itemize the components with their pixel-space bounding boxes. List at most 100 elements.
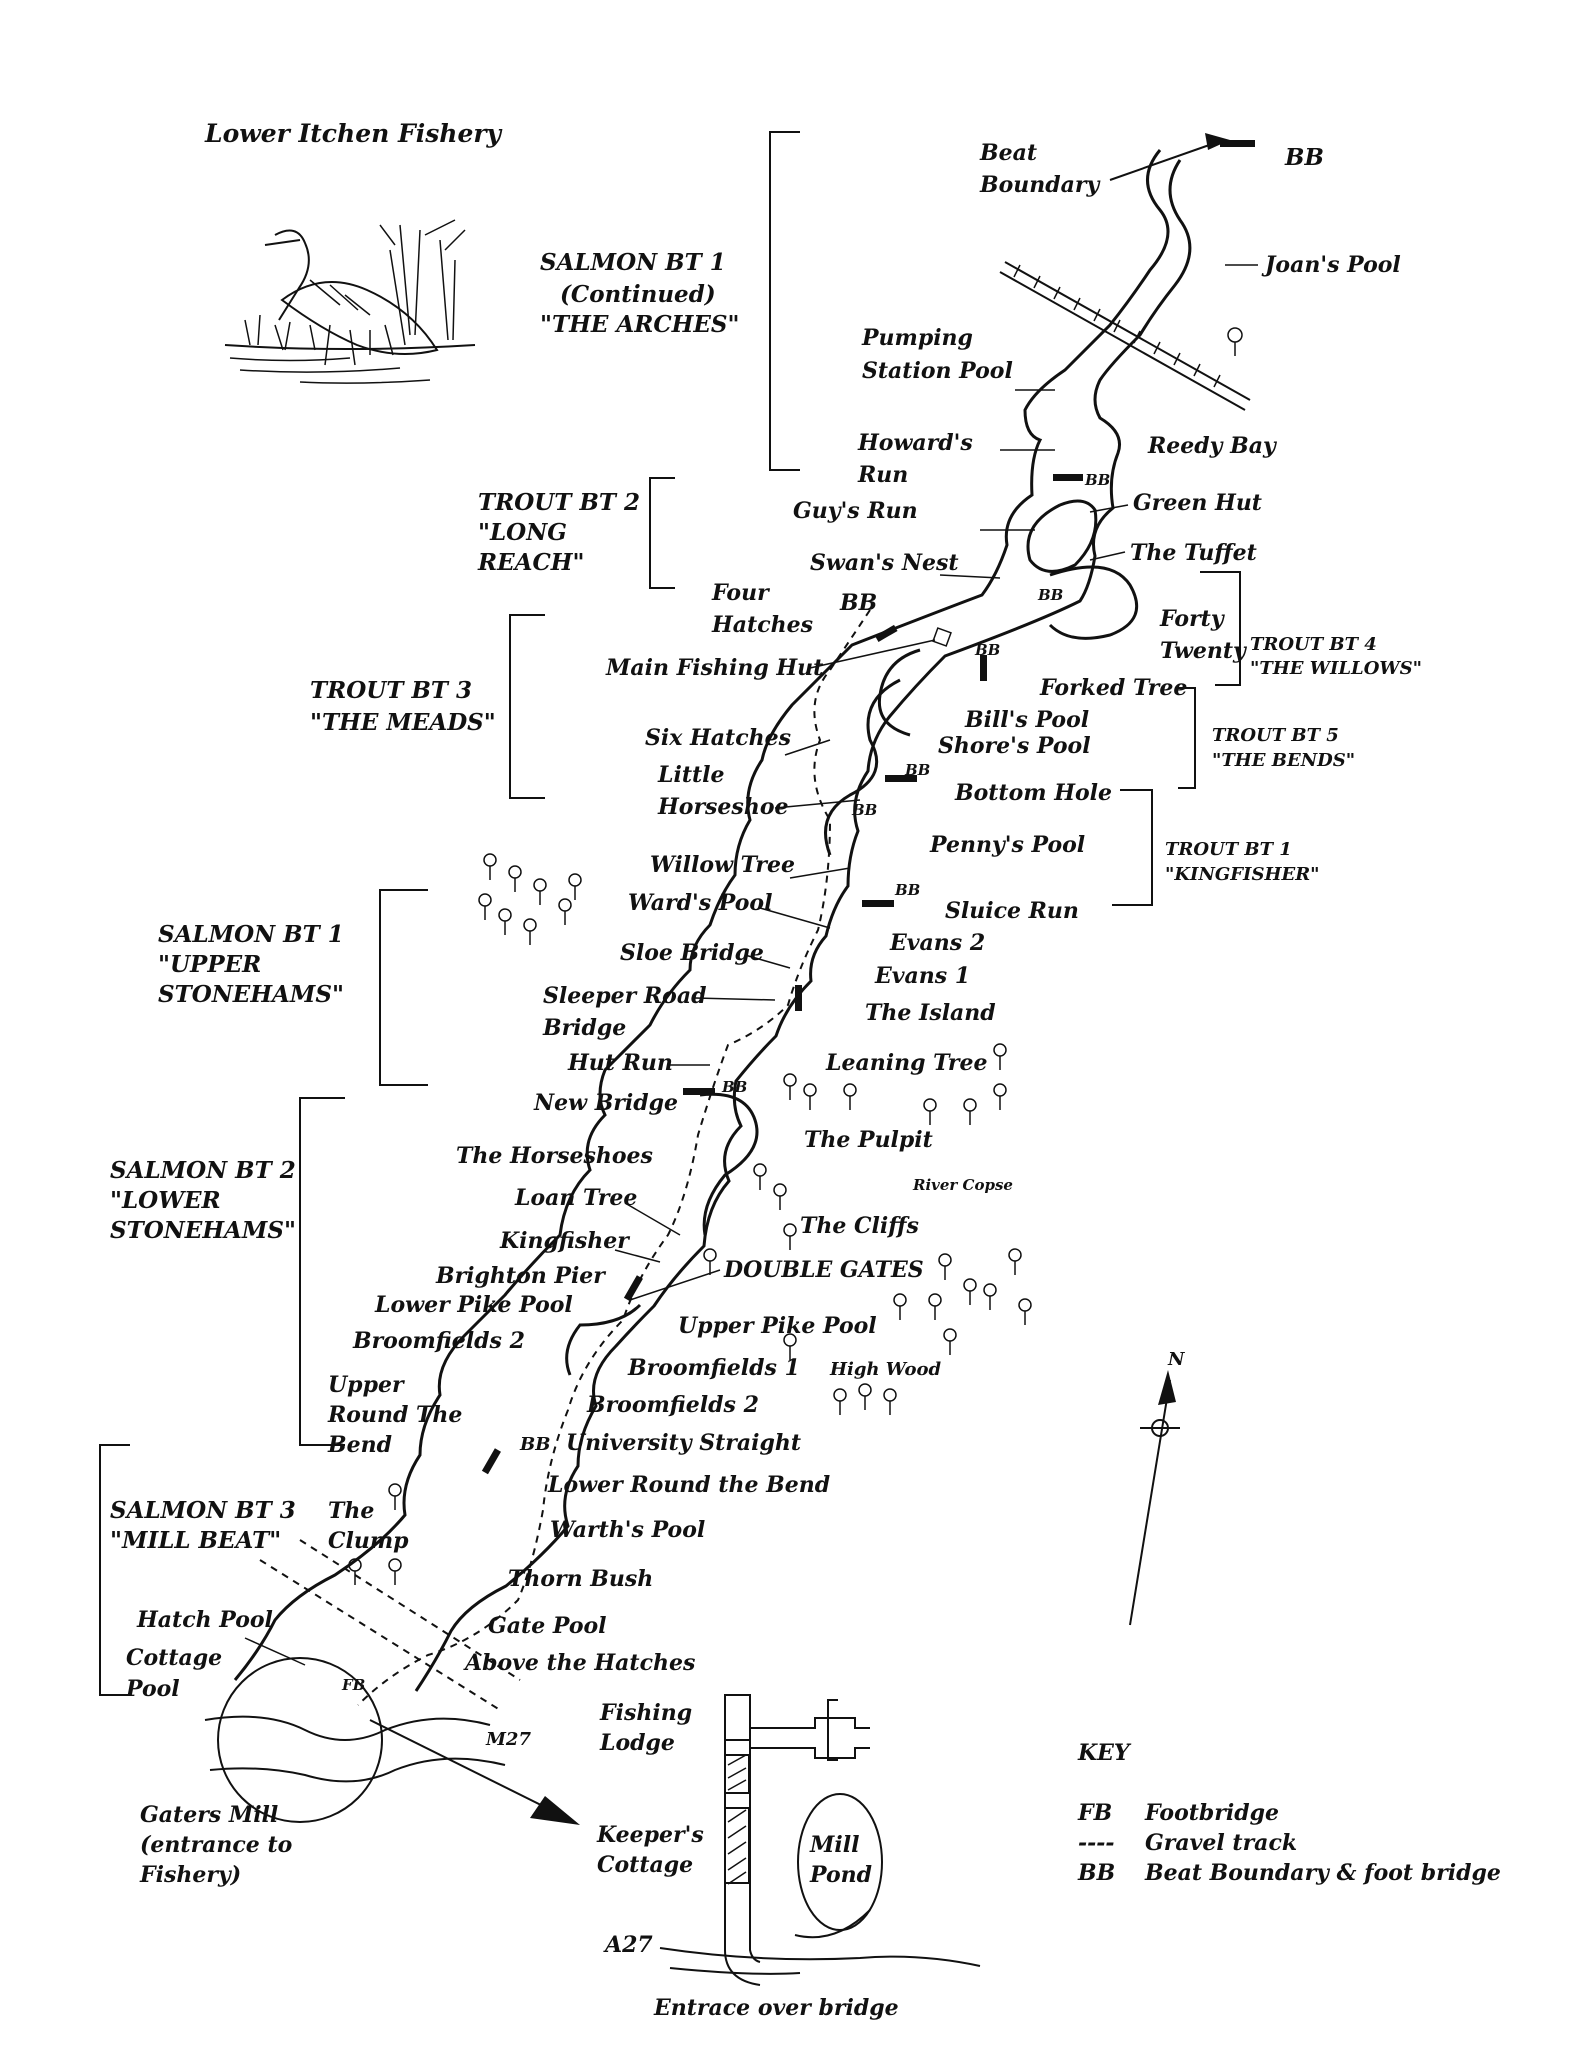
label-gate-pool: Gate Pool	[488, 1613, 607, 1639]
gaters-mill-circle	[217, 1657, 383, 1823]
label-pumping-station-pool: Pumping	[861, 325, 973, 351]
tree-symbols	[348, 327, 1243, 1585]
beat-boundary-arrowhead	[1205, 133, 1230, 150]
svg-text:Cottage: Cottage	[597, 1852, 693, 1878]
label-new-bridge: New Bridge	[533, 1090, 678, 1116]
beat-label-trout-bt5: TROUT BT 5 "THE BENDS"	[1212, 725, 1355, 771]
label-brighton-pier: Brighton Pier	[435, 1263, 606, 1289]
small-bb-marks: BB BB BB BB BB BB BB FB	[341, 471, 1110, 1694]
svg-text:"THE WILLOWS": "THE WILLOWS"	[1250, 658, 1422, 679]
svg-text:STONEHAMS": STONEHAMS"	[158, 981, 344, 1008]
svg-text:"THE BENDS": "THE BENDS"	[1212, 750, 1355, 771]
label-bb-top: BB	[1284, 144, 1324, 171]
label-shores-pool: Shore's Pool	[938, 733, 1091, 759]
fishing-lodge-building	[724, 1754, 750, 1794]
svg-text:"KINGFISHER": "KINGFISHER"	[1165, 864, 1320, 885]
label-guys-run: Guy's Run	[793, 498, 918, 524]
svg-text:BB: BB	[851, 801, 877, 819]
beat-label-salmon-bt2: SALMON BT 2 "LOWER STONEHAMS"	[110, 1157, 296, 1244]
svg-text:TROUT BT 3: TROUT BT 3	[310, 677, 472, 704]
label-leaning-tree: Leaning Tree	[825, 1050, 987, 1076]
label-university-straight: University Straight	[566, 1430, 801, 1456]
beat-label-salmon-bt1-continued: SALMON BT 1 (Continued) "THE ARCHES"	[540, 249, 740, 338]
label-little-horseshoe: Little	[657, 762, 725, 788]
label-sleeper-road-bridge: Sleeper Road	[543, 983, 706, 1009]
svg-text:BB: BB	[904, 761, 930, 779]
label-m27: M27	[485, 1729, 531, 1750]
svg-text:Fishery): Fishery)	[139, 1862, 241, 1888]
svg-text:FB: FB	[341, 1676, 365, 1694]
label-fishing-lodge: Fishing	[599, 1700, 692, 1726]
inset-pointer-arrow	[369, 1719, 556, 1813]
svg-text:Twenty: Twenty	[1160, 638, 1248, 664]
label-bottom-hole: Bottom Hole	[954, 780, 1112, 806]
river-itchen	[233, 149, 1192, 1692]
key-symbol-fb: FB	[1077, 1800, 1112, 1826]
label-willow-tree: Willow Tree	[650, 852, 795, 878]
svg-text:Clump: Clump	[328, 1528, 409, 1554]
svg-text:BB: BB	[894, 881, 920, 899]
svg-text:SALMON BT 3: SALMON BT 3	[110, 1497, 296, 1524]
beat-brackets	[99, 131, 1241, 1696]
label-warths-pool: Warth's Pool	[550, 1517, 705, 1543]
key-text-footbridge: Footbridge	[1144, 1800, 1279, 1826]
label-swans-nest: Swan's Nest	[810, 550, 959, 576]
north-label: N	[1167, 1349, 1186, 1370]
svg-text:"LOWER: "LOWER	[110, 1187, 221, 1214]
svg-text:Pool: Pool	[125, 1676, 180, 1702]
map-title: Lower Itchen Fishery	[204, 119, 503, 148]
svg-text:REACH": REACH"	[477, 549, 585, 576]
svg-text:"MILL BEAT": "MILL BEAT"	[110, 1527, 281, 1554]
svg-text:STONEHAMS": STONEHAMS"	[110, 1217, 296, 1244]
label-high-wood: High Wood	[829, 1359, 942, 1380]
label-broomfields-2a: Broomfields 2	[352, 1328, 525, 1354]
label-the-pulpit: The Pulpit	[804, 1127, 933, 1153]
beat-label-trout-bt4: TROUT BT 4 "THE WILLOWS"	[1250, 634, 1422, 679]
svg-text:(entrance to: (entrance to	[140, 1832, 292, 1858]
label-a27: A27	[603, 1932, 653, 1958]
svg-text:Run: Run	[857, 462, 908, 488]
label-bb-mid: BB	[839, 590, 877, 616]
label-the-cliffs: The Cliffs	[800, 1213, 919, 1239]
label-lower-pike-pool: Lower Pike Pool	[374, 1292, 573, 1318]
beat-label-trout-bt2: TROUT BT 2 "LONG REACH"	[477, 489, 640, 576]
label-reedy-bay: Reedy Bay	[1147, 433, 1278, 459]
beat-boundary-bars	[481, 140, 1255, 1475]
svg-text:"LONG: "LONG	[478, 519, 567, 546]
label-the-horseshoes: The Horseshoes	[456, 1143, 653, 1169]
label-hut-run: Hut Run	[567, 1050, 673, 1076]
label-above-the-hatches: Above the Hatches	[463, 1650, 695, 1676]
label-the-tuffet: The Tuffet	[1130, 540, 1257, 566]
label-cottage-pool: Cottage	[126, 1645, 222, 1671]
label-sluice-run: Sluice Run	[945, 898, 1079, 924]
svg-text:BB: BB	[721, 1078, 747, 1096]
svg-text:TROUT BT 5: TROUT BT 5	[1212, 725, 1339, 746]
label-upper-pike-pool: Upper Pike Pool	[678, 1313, 877, 1339]
railway-embankment	[999, 261, 1251, 411]
label-mill-pond: Mill	[809, 1832, 859, 1858]
beat-boundary-arrow	[1109, 142, 1216, 181]
label-green-hut: Green Hut	[1133, 490, 1262, 516]
svg-text:Round The: Round The	[327, 1402, 462, 1428]
key-symbol-gravel: ----	[1078, 1830, 1115, 1856]
svg-text:Bridge: Bridge	[542, 1015, 626, 1041]
beat-label-trout-bt1: TROUT BT 1 "KINGFISHER"	[1165, 839, 1320, 885]
beat-label-salmon-bt1: SALMON BT 1 "UPPER STONEHAMS"	[158, 921, 344, 1008]
key-text-gravel-track: Gravel track	[1145, 1830, 1297, 1856]
svg-text:"THE MEADS": "THE MEADS"	[310, 709, 496, 736]
svg-text:TROUT BT 4: TROUT BT 4	[1250, 634, 1377, 655]
svg-text:Boundary: Boundary	[979, 172, 1101, 198]
label-bills-pool: Bill's Pool	[964, 707, 1089, 733]
label-broomfields-2b: Broomfields 2	[586, 1392, 759, 1418]
label-double-gates: DOUBLE GATES	[723, 1257, 924, 1283]
svg-text:SALMON BT 2: SALMON BT 2	[110, 1157, 296, 1184]
label-the-clump: The	[328, 1498, 374, 1524]
label-entrance: Entrace over bridge	[653, 1995, 899, 2021]
svg-text:Pond: Pond	[809, 1862, 872, 1888]
label-pennys-pool: Penny's Pool	[929, 832, 1085, 858]
svg-text:BB: BB	[1037, 586, 1063, 604]
label-loan-tree: Loan Tree	[514, 1185, 637, 1211]
svg-text:TROUT BT 2: TROUT BT 2	[478, 489, 640, 516]
label-sloe-bridge: Sloe Bridge	[620, 940, 764, 966]
